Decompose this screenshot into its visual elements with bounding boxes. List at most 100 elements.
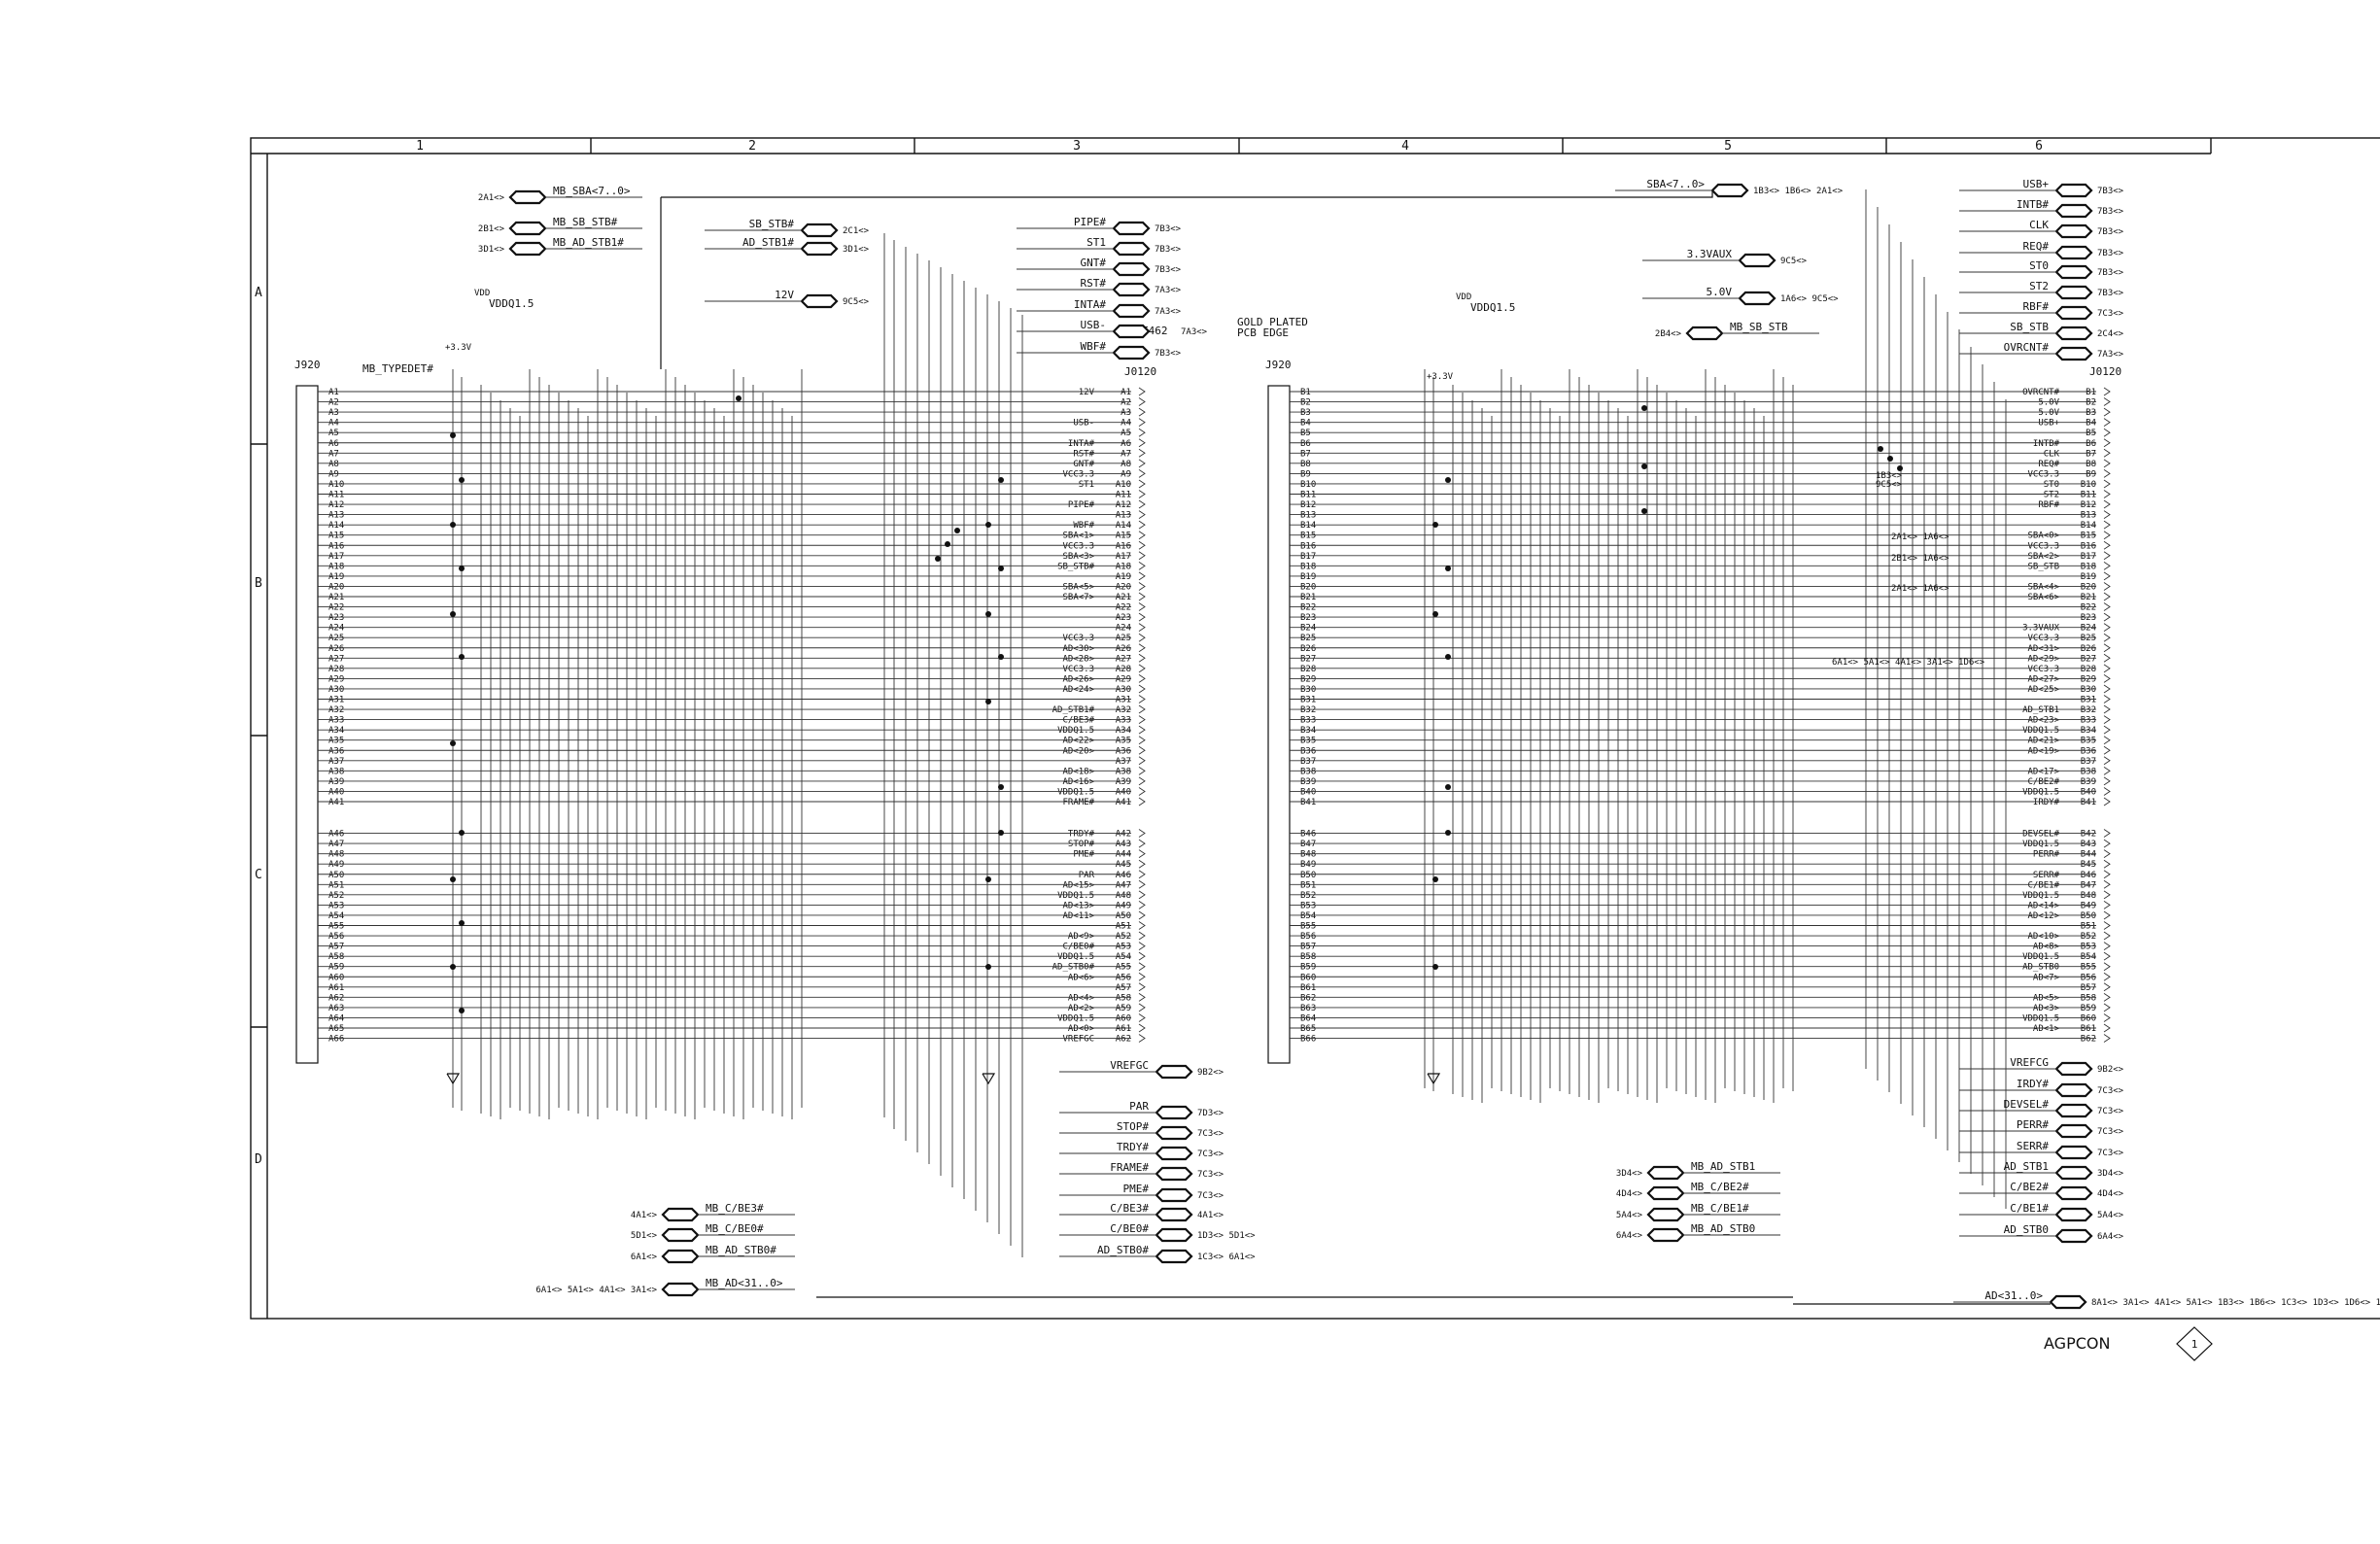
junction-dot: [1641, 463, 1647, 469]
port-net: IRDY#: [2017, 1078, 2049, 1090]
left-pin-label: A58: [328, 952, 344, 962]
right-connector-refdes: J920: [1265, 359, 1292, 371]
left-pin-label: A14: [328, 521, 344, 531]
slot-contact: [1138, 745, 1146, 755]
slot-pin-label: A3: [1121, 408, 1131, 418]
port-ref: 7C3<>: [1197, 1129, 1224, 1139]
left-pin-label: A29: [328, 674, 344, 684]
left-pin-label: A20: [328, 582, 344, 592]
slot-net-label: AD<31>: [2027, 644, 2059, 654]
slot-pin-label: B61: [2081, 1024, 2096, 1034]
slot-contact: [1138, 664, 1146, 673]
right-pin-label: B57: [1300, 943, 1316, 952]
port-ref: 7A3<>: [2097, 350, 2124, 360]
right-pin-label: B34: [1300, 726, 1316, 736]
slot-net-label: AD<2>: [1068, 1004, 1095, 1013]
port-net: PME#: [1123, 1183, 1150, 1195]
port-ref: 8A1<> 3A1<> 4A1<> 5A1<> 1B3<> 1B6<> 1C3<…: [2091, 1298, 2380, 1308]
port-net: USB+: [2023, 178, 2050, 190]
left-pin-label: A30: [328, 685, 344, 695]
slot-contact: [1138, 1013, 1146, 1022]
slot-contact: [1138, 859, 1146, 869]
sheet-number-badge: 1: [2176, 1326, 2213, 1361]
slot-net-label: VDDQ1.5: [2022, 952, 2059, 962]
port-net: MB_AD_STB0: [1691, 1222, 1755, 1235]
right-pin-label: B26: [1300, 644, 1316, 654]
junction-dot: [459, 1008, 465, 1013]
slot-pin-label: B41: [2081, 798, 2096, 807]
port-ref: 7B3<>: [1155, 224, 1182, 234]
port-symbol: [2054, 264, 2093, 280]
slot-net-label: AD<19>: [2027, 746, 2059, 756]
right-pin-label: B37: [1300, 757, 1316, 767]
slot-net-label: AD<9>: [1068, 932, 1095, 942]
right-pin-label: B6: [1300, 439, 1311, 449]
slot-pin-label: A42: [1116, 830, 1131, 840]
zone-col-1: 1: [416, 139, 424, 154]
right-pin-label: B48: [1300, 850, 1316, 860]
slot-net-label: AD<3>: [2033, 1004, 2060, 1013]
slot-pin-label: B45: [2081, 860, 2096, 870]
left-pin-label: A47: [328, 840, 344, 849]
zone-row-b: B: [255, 576, 262, 591]
slot-pin-label: B52: [2081, 932, 2096, 942]
slot-pin-label: A28: [1116, 665, 1131, 674]
port-symbol: [661, 1227, 700, 1243]
slot-net-label: VDDQ1.5: [2022, 840, 2059, 849]
port-symbol: [1112, 241, 1151, 257]
port-symbol: [1112, 282, 1151, 297]
port-net: RBF#: [2023, 300, 2050, 313]
slot-net-label: RST#: [1073, 449, 1094, 459]
slot-pin-label: A13: [1116, 511, 1131, 521]
slot-net-label: INTA#: [1068, 439, 1095, 449]
slot-contact: [2103, 582, 2111, 591]
left-pin-label: A64: [328, 1013, 344, 1023]
slot-contact: [1138, 725, 1146, 735]
port-ref: 7B3<>: [1155, 245, 1182, 255]
slot-net-label: AD<1>: [2033, 1024, 2060, 1034]
port-ref: 3D4<>: [2097, 1169, 2124, 1179]
port-symbol: [508, 221, 547, 236]
slot-pin-label: A14: [1116, 521, 1131, 531]
left-connector-body: [295, 385, 319, 1064]
slot-contact: [1138, 1023, 1146, 1033]
slot-net-label: INTB#: [2033, 439, 2060, 449]
slot-contact: [2103, 531, 2111, 540]
port-symbol: [2054, 223, 2093, 239]
slot-pin-label: B32: [2081, 705, 2096, 715]
slot-contact: [1138, 704, 1146, 714]
slot-pin-label: A1: [1121, 388, 1131, 397]
slot-pin-label: B28: [2081, 665, 2096, 674]
junction-dot: [1897, 465, 1903, 471]
right-pin-label: B19: [1300, 572, 1316, 582]
slot-net-label: SBA<6>: [2027, 593, 2059, 602]
port-net: 5.0V: [1707, 286, 1733, 298]
right-pin-label: B47: [1300, 840, 1316, 849]
net-wiring: [318, 189, 2096, 1305]
slot-pin-label: A60: [1116, 1013, 1131, 1023]
bus-sba: [661, 190, 1713, 198]
right-pin-label: B60: [1300, 973, 1316, 982]
right-pin-label: B21: [1300, 593, 1316, 602]
slot-pin-label: B2: [2086, 398, 2096, 408]
slot-contact: [2103, 715, 2111, 724]
slot-contact: [1138, 910, 1146, 920]
port-net: MB_AD_STB1: [1691, 1160, 1755, 1173]
right-pin-label: B64: [1300, 1013, 1316, 1023]
slot-pin-label: B43: [2081, 840, 2096, 849]
junction-dot: [1878, 446, 1883, 452]
slot-net-label: PAR: [1079, 871, 1095, 880]
right-pin-label: B41: [1300, 798, 1316, 807]
slot-pin-label: B42: [2081, 830, 2096, 840]
slot-pin-label: B13: [2081, 511, 2096, 521]
junction-dot: [945, 541, 950, 547]
junction-dot: [459, 920, 465, 926]
ground-arrow: [446, 1073, 461, 1085]
junction-dot: [459, 566, 465, 571]
slot-pin-label: A43: [1116, 840, 1131, 849]
slot-net-label: C/BE2#: [2027, 777, 2059, 787]
slot-pin-label: B23: [2081, 613, 2096, 623]
slot-net-label: RBF#: [2038, 500, 2059, 510]
slot-net-label: AD<15>: [1062, 880, 1094, 890]
